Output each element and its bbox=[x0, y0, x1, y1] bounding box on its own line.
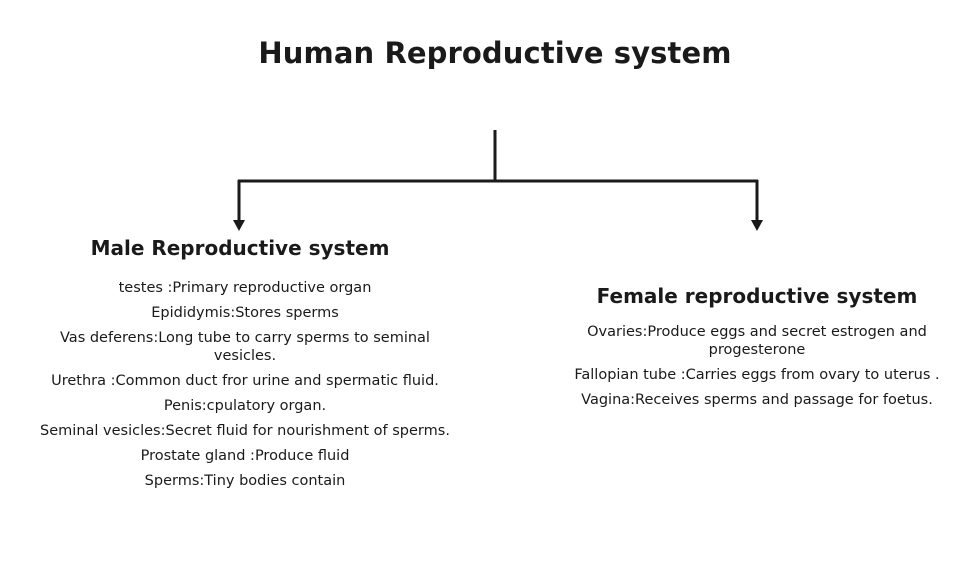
left-arrowhead bbox=[233, 220, 245, 231]
diagram-title: Human Reproductive system bbox=[258, 36, 732, 70]
male-item-prostate-gland: Prostate gland :Produce fluid bbox=[140, 448, 350, 464]
female-item-ovaries: Ovaries:Produce eggs and secret estrogen… bbox=[587, 324, 927, 358]
male-item-seminal-vesicles: Seminal vesicles:Secret fluid for nouris… bbox=[40, 423, 450, 439]
male-item-penis: Penis:cpulatory organ. bbox=[163, 398, 327, 414]
male-item-testes: testes :Primary reproductive organ bbox=[118, 280, 372, 296]
male-system-heading: Male Reproductive system bbox=[90, 236, 390, 260]
female-item-fallopian-tube: Fallopian tube :Carries eggs from ovary … bbox=[574, 367, 940, 383]
female-organ-list: Ovaries:Produce eggs and secret estrogen… bbox=[552, 323, 962, 416]
female-item-vagina: Vagina:Receives sperms and passage for f… bbox=[581, 392, 933, 408]
male-item-urethra: Urethra :Common duct fror urine and sper… bbox=[51, 373, 439, 389]
male-item-sperms: Sperms:Tiny bodies contain bbox=[144, 473, 346, 489]
male-item-epididymis: Epididymis:Stores sperms bbox=[151, 305, 339, 321]
female-system-heading: Female reproductive system bbox=[596, 284, 918, 308]
male-organ-list: testes :Primary reproductive organ Epidi… bbox=[30, 279, 460, 497]
right-arrowhead bbox=[751, 220, 763, 231]
male-item-vas-deferens: Vas deferens:Long tube to carry sperms t… bbox=[60, 330, 430, 364]
